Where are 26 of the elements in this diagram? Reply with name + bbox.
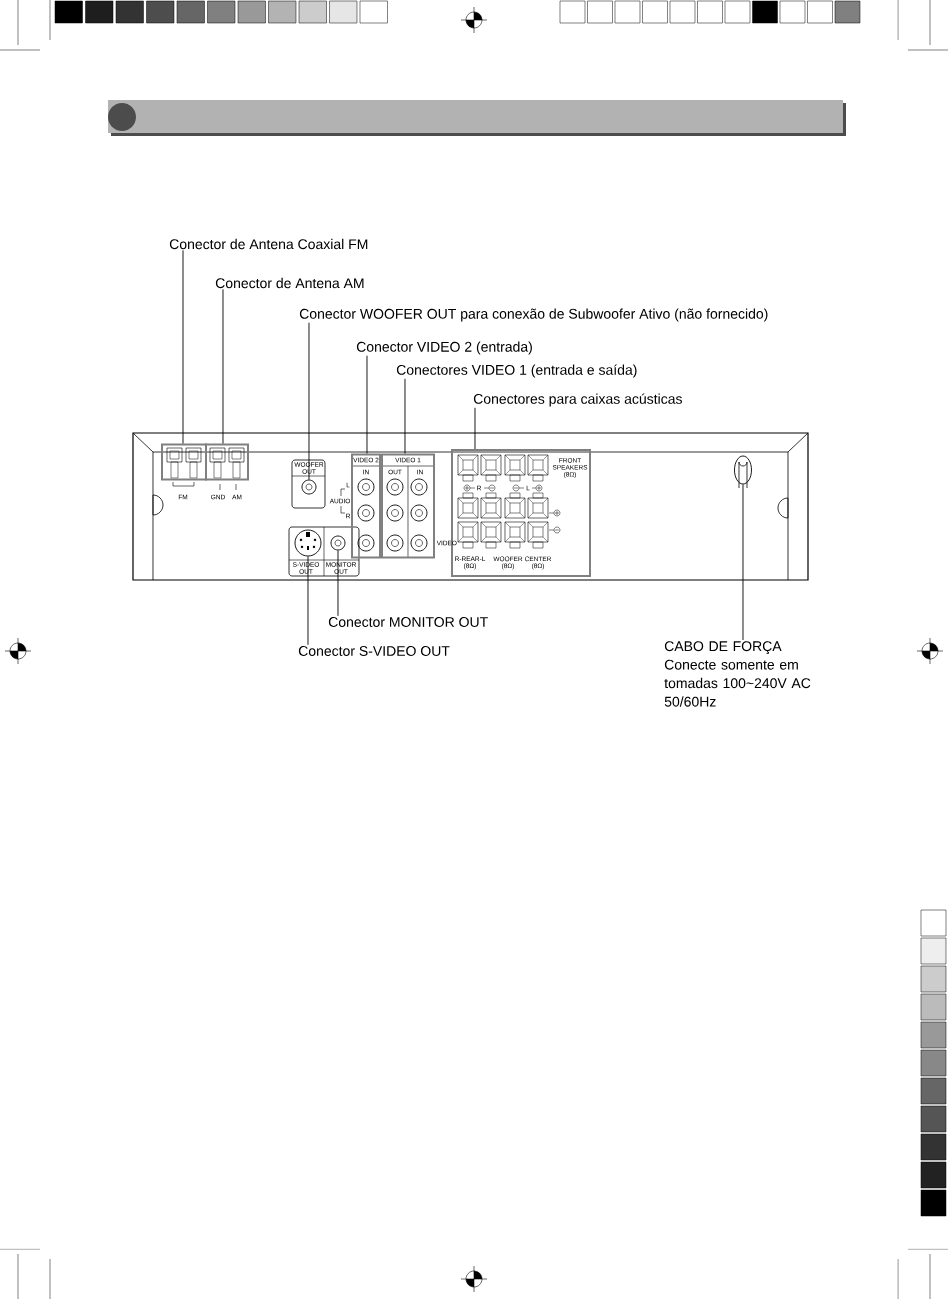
- power-cord: [734, 455, 752, 485]
- leader-line: [366, 355, 368, 454]
- callout-text: Conector MONITOR OUT: [328, 617, 488, 627]
- callout-text: Conector VIDEO 2 (entrada): [356, 341, 532, 355]
- callout-text: Conectores para caixas acústicas: [473, 393, 682, 407]
- callout-text: Conector S-VIDEO OUT: [298, 646, 450, 656]
- jack-socket: [294, 529, 322, 557]
- leader-line: [404, 378, 406, 454]
- leader-line: [742, 484, 744, 641]
- leader-line: [222, 288, 224, 444]
- leader-line: [182, 249, 184, 444]
- leader-line: [307, 556, 309, 646]
- callout-text: Conector WOOFER OUT para conexão de Subwoofer Ativo (não fornecido): [299, 308, 768, 322]
- callout-text: CABO DE FORÇA Conecte somente em tomadas 100~240V AC 50/60Hz: [664, 641, 811, 707]
- target-box: [205, 443, 249, 481]
- callout-text: Conectores VIDEO 1 (entrada e saída): [396, 364, 637, 378]
- leader-line: [337, 550, 339, 617]
- callout-text: Conector de Antena AM: [215, 277, 364, 289]
- jack-socket: [330, 535, 346, 551]
- target-box: [161, 443, 207, 481]
- jack-socket: [301, 479, 317, 495]
- target-box: [351, 453, 381, 559]
- callout-text: Conector de Antena Coaxial FM: [169, 238, 368, 250]
- leader-line: [308, 322, 310, 480]
- target-box: [381, 453, 435, 559]
- leader-line: [474, 407, 476, 450]
